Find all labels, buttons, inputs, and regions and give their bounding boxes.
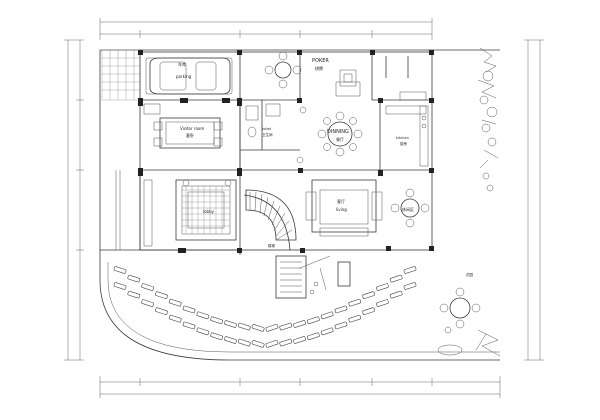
stepping-stone bbox=[362, 291, 375, 299]
stepping-stone bbox=[141, 299, 154, 307]
stepping-stone bbox=[155, 291, 168, 299]
stepping-stone bbox=[224, 320, 237, 328]
stepping-stones bbox=[113, 266, 417, 348]
dinning-room: DINNING 餐厅 bbox=[296, 106, 363, 164]
stepping-stone bbox=[251, 340, 265, 348]
stepping-stone bbox=[237, 338, 251, 347]
stair-label: 楼梯 bbox=[268, 243, 276, 248]
stepping-stone bbox=[279, 322, 293, 331]
stepping-stone bbox=[196, 327, 210, 336]
poker-room: POKER 棋牌 bbox=[264, 51, 409, 97]
visitor-room-label-cn: 客卧 bbox=[186, 132, 194, 138]
stepping-stone bbox=[237, 322, 251, 331]
garden-table: 花园 bbox=[439, 272, 481, 329]
parking-room: 车库 parking bbox=[145, 57, 233, 95]
stepping-stone bbox=[182, 321, 196, 330]
stepping-stone bbox=[265, 324, 279, 332]
stepping-stone bbox=[293, 336, 306, 344]
dinning-label-cn: 餐厅 bbox=[336, 136, 344, 142]
stepping-stone bbox=[196, 311, 210, 320]
stepping-stone bbox=[348, 314, 362, 323]
toilet-room: toilet 卫生间 bbox=[245, 103, 281, 138]
top-dimension-lines bbox=[99, 18, 433, 40]
stepping-stone bbox=[113, 266, 127, 274]
bottom-dimension-lines bbox=[99, 376, 501, 398]
living-room: 客厅 living bbox=[305, 179, 383, 237]
stepping-stone bbox=[265, 340, 279, 348]
stepping-stone bbox=[306, 332, 320, 341]
stepping-stone bbox=[320, 327, 334, 336]
dinning-label-en: DINNING bbox=[327, 129, 349, 135]
toilet-label-cn: 卫生间 bbox=[262, 132, 273, 137]
toilet-label-en: toilet bbox=[262, 127, 272, 131]
stepping-stone bbox=[127, 290, 141, 299]
garden-label: 花园 bbox=[466, 272, 474, 277]
right-dimension-lines bbox=[524, 39, 544, 361]
lobby-label-en: lobby bbox=[203, 209, 215, 214]
stepping-stone bbox=[251, 324, 265, 332]
poker-label-cn: 棋牌 bbox=[315, 65, 323, 71]
paving-hatch bbox=[101, 49, 141, 101]
stepping-stone bbox=[210, 332, 224, 341]
stepping-stone bbox=[334, 305, 348, 314]
parking-label-cn: 车库 bbox=[178, 61, 186, 67]
spiral-stair: 楼梯 bbox=[243, 189, 297, 251]
stepping-stone bbox=[334, 321, 348, 330]
stepping-stone bbox=[376, 283, 389, 291]
kitchen-label-en: kitchen bbox=[396, 136, 409, 140]
stepping-stone bbox=[168, 298, 182, 307]
kitchen-room: kitchen 厨房 bbox=[385, 91, 429, 167]
stepping-stone bbox=[293, 320, 306, 328]
visitor-room-label-en: Visitor room bbox=[180, 126, 204, 131]
stepping-stone bbox=[306, 316, 320, 325]
stepping-stone bbox=[224, 336, 237, 344]
kitchen-label-cn: 厨房 bbox=[400, 141, 408, 146]
leisure-area: 休闲区 bbox=[390, 188, 430, 228]
stepping-stone bbox=[141, 283, 154, 291]
building-walls bbox=[139, 51, 433, 255]
stepping-stone bbox=[348, 298, 362, 307]
visitor-room: Visitor room 客卧 bbox=[143, 103, 223, 149]
structural-columns bbox=[138, 50, 434, 253]
left-wall-detail bbox=[100, 170, 153, 251]
entrance-steps bbox=[275, 255, 351, 299]
stepping-stone bbox=[168, 314, 182, 323]
stepping-stone bbox=[389, 274, 403, 283]
stepping-stone bbox=[210, 316, 224, 325]
left-dimension-lines bbox=[64, 39, 84, 361]
stepping-stone bbox=[320, 311, 334, 320]
leisure-label: 休闲区 bbox=[402, 206, 414, 212]
stepping-stone bbox=[389, 290, 403, 299]
poker-label-en: POKER bbox=[312, 58, 329, 64]
parking-label-en: parking bbox=[176, 74, 192, 79]
garden-plants bbox=[437, 47, 501, 357]
stepping-stone bbox=[403, 266, 417, 274]
stepping-stone bbox=[279, 338, 293, 347]
stepping-stone bbox=[376, 299, 389, 307]
stepping-stone bbox=[113, 282, 127, 290]
stepping-stone bbox=[403, 282, 417, 290]
stepping-stone bbox=[127, 274, 141, 283]
stepping-stone bbox=[362, 307, 375, 315]
living-label-en: living bbox=[336, 207, 347, 212]
living-label-cn: 客厅 bbox=[337, 198, 345, 204]
stepping-stone bbox=[155, 307, 168, 315]
stepping-stone bbox=[182, 305, 196, 314]
lobby-room: lobby bbox=[175, 179, 237, 241]
